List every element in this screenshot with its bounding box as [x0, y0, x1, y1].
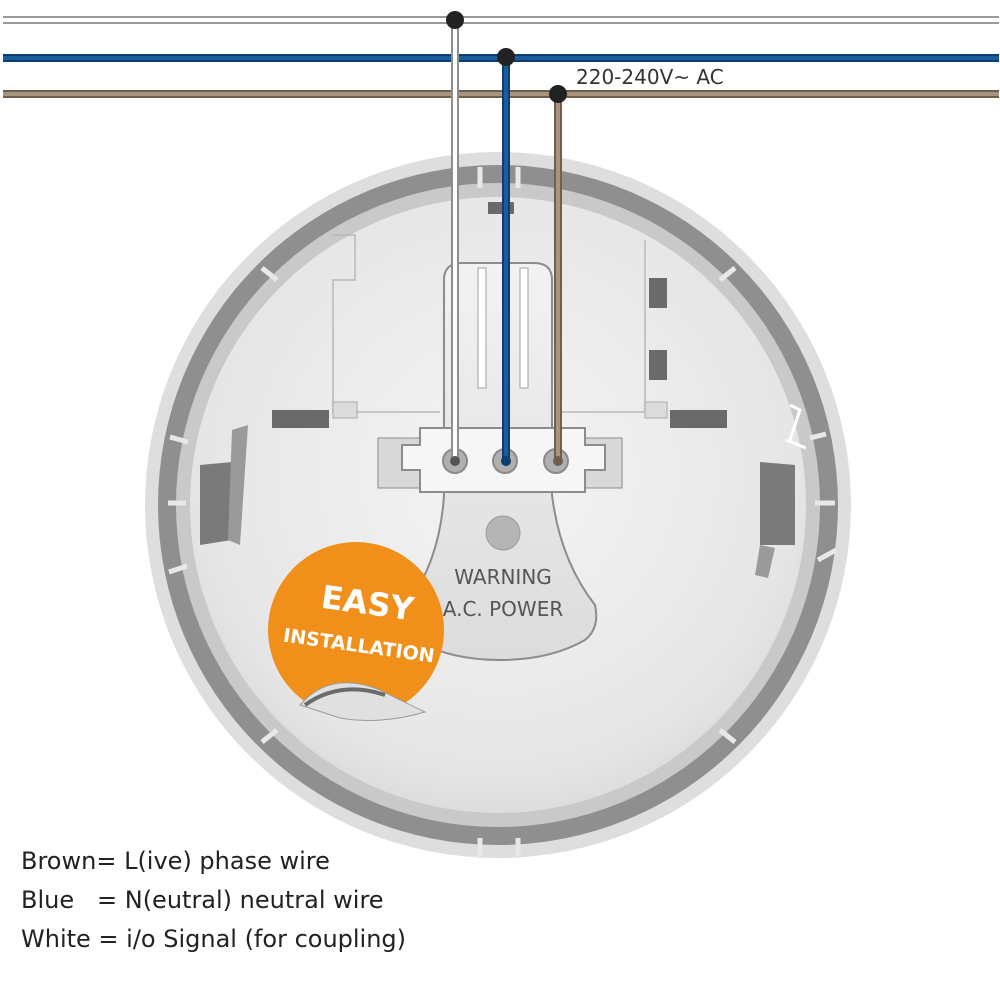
- screw-hole: [485, 515, 521, 551]
- blue-drop-wire: [502, 58, 510, 462]
- legend-blue: Blue = N(eutral) neutral wire: [21, 886, 384, 914]
- easy-installation-badge: EASY INSTALLATION: [268, 542, 444, 721]
- brown-junction-dot: [549, 85, 567, 103]
- legend-white: White = i/o Signal (for coupling): [21, 925, 407, 953]
- white-drop-wire: [451, 22, 459, 462]
- ring-gaps: [168, 167, 838, 858]
- voltage-label: 220-240V~ AC: [576, 65, 724, 89]
- brown-mains-wire: [3, 90, 999, 98]
- white-junction-dot: [446, 11, 464, 29]
- legend-brown: Brown= L(ive) phase wire: [21, 847, 330, 875]
- drop-wires: [446, 11, 567, 466]
- blue-terminal-dot: [501, 456, 511, 466]
- brown-terminal-dot: [553, 456, 563, 466]
- wire-legend: Brown= L(ive) phase wire Blue = N(eutral…: [21, 842, 406, 959]
- white-mains-wire: [3, 16, 999, 24]
- blue-junction-dot: [497, 48, 515, 66]
- white-terminal-dot: [450, 456, 460, 466]
- brown-drop-wire: [554, 94, 562, 462]
- warning-line2: A.C. POWER: [443, 597, 564, 621]
- warning-line1: WARNING: [454, 565, 552, 589]
